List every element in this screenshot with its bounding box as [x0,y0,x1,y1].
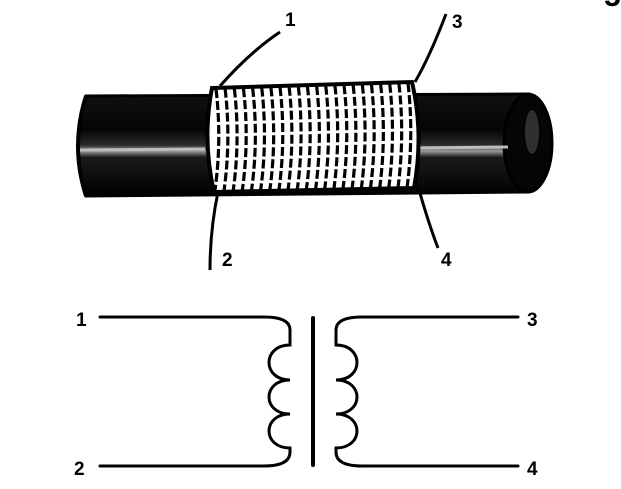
winding-turn [332,85,340,190]
winding-turn [286,86,294,190]
coil-terminal-2: 2 [222,250,233,271]
lead-3 [413,13,448,83]
lead-2 [208,191,220,271]
primary-lead-1 [98,315,292,332]
lead-1 [218,30,281,87]
winding-turn [213,88,221,191]
schematic-terminal-2: 2 [74,459,85,480]
winding-turn [222,88,230,191]
winding-turn [231,88,239,191]
winding-turn [304,86,312,190]
corner-mark: 5 [604,0,621,13]
winding-turn [378,83,385,189]
winding-turn [250,87,257,190]
coil-terminal-4: 4 [441,250,452,271]
coil-terminal-3: 3 [452,12,463,33]
secondary-winding [334,328,359,454]
secondary-lead-4 [334,450,520,468]
schematic-terminal-1: 1 [76,310,87,331]
coil-leads [208,13,448,271]
winding-turn [323,85,331,190]
schematic-terminal-4: 4 [527,459,538,480]
winding-turn [396,83,404,189]
coil-terminal-1: 1 [285,10,296,31]
winding-turn [350,84,358,189]
winding-turn [295,86,303,190]
schematic-terminal-3: 3 [527,310,538,331]
winding-turn [240,88,248,190]
lead-4 [416,185,440,249]
winding-turn [314,85,321,190]
winding-turn [277,86,285,190]
winding-turn [405,83,413,189]
winding-turn [259,87,267,190]
primary-lead-2 [98,450,292,468]
winding-turn [387,83,395,189]
secondary-lead-3 [334,315,520,332]
transformer-symbol [98,315,520,468]
winding-turn [359,84,367,189]
primary-winding [267,328,292,454]
winding-turn [341,85,349,189]
coil-winding [205,79,421,195]
winding-turn [268,87,276,190]
winding-turn [368,84,376,189]
